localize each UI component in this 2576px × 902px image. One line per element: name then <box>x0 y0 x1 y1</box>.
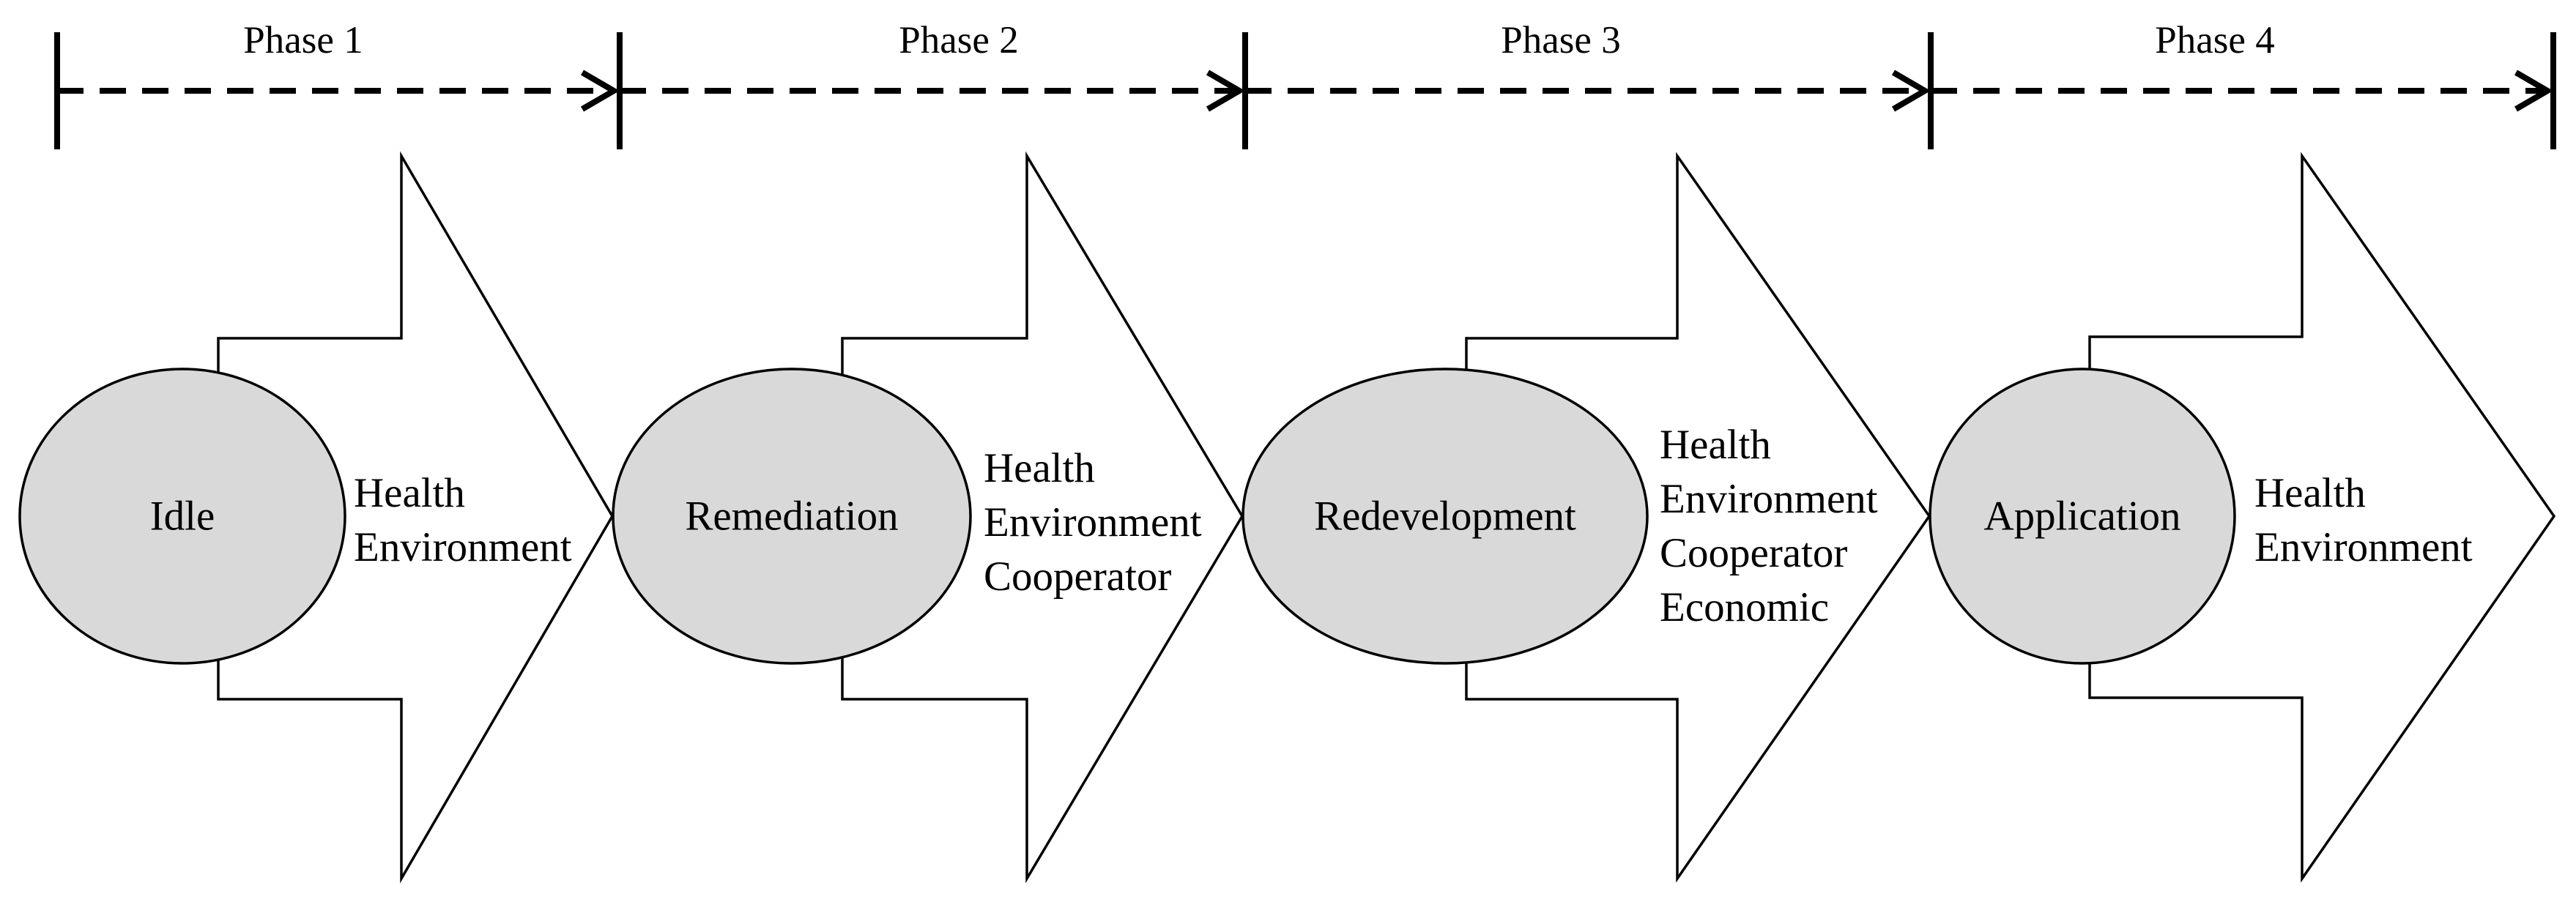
stage-nodes <box>18 368 2236 665</box>
phase-1-arrowhead-icon <box>580 70 620 112</box>
block-arrow-application <box>2088 152 2556 883</box>
factor-item: Cooperator <box>984 554 1171 600</box>
factor-item: Health <box>354 470 465 516</box>
factor-item: Health <box>2254 470 2366 516</box>
stage-node-redevelopment <box>1241 368 1649 665</box>
block-arrow-idle <box>217 151 615 884</box>
phase-3-arrowhead-icon <box>1891 70 1931 112</box>
phase-labels: Phase 1 Phase 2 Phase 3 Phase 4 <box>243 19 2274 61</box>
stage-node-remediation <box>612 368 972 665</box>
factor-item: Environment <box>2254 524 2473 570</box>
factor-item: Economic <box>1660 584 1829 630</box>
factor-item: Cooperator <box>1660 530 1847 576</box>
stage-node-idle <box>18 368 346 665</box>
stage-node-application <box>1929 368 2236 665</box>
phase-4-arrowhead-icon <box>2514 70 2553 112</box>
factor-item: Environment <box>1660 476 1878 522</box>
stage-labels: Idle Remediation Redevelopment Applicati… <box>150 493 2181 540</box>
stage-label-remediation: Remediation <box>685 493 898 540</box>
phase-1-label: Phase 1 <box>243 19 363 61</box>
factor-item: Environment <box>984 499 1202 545</box>
factor-item: Health <box>984 445 1095 491</box>
stage-label-application: Application <box>1983 493 2180 540</box>
phase-3-label: Phase 3 <box>1501 19 1620 61</box>
stage-label-idle: Idle <box>150 493 215 540</box>
phase-2-arrowhead-icon <box>1206 70 1245 112</box>
block-arrow-remediation <box>841 151 1244 884</box>
phase-timeline <box>54 32 2556 149</box>
stage-label-redevelopment: Redevelopment <box>1314 493 1576 540</box>
factor-item: Environment <box>354 524 572 570</box>
block-arrow-redevelopment <box>1465 152 1931 883</box>
block-arrows <box>217 151 2556 884</box>
factor-item: Health <box>1660 422 1771 468</box>
factor-lists: Health Environment Health Environment Co… <box>354 422 2473 630</box>
phase-2-label: Phase 2 <box>899 19 1018 61</box>
phase-4-label: Phase 4 <box>2155 19 2274 61</box>
